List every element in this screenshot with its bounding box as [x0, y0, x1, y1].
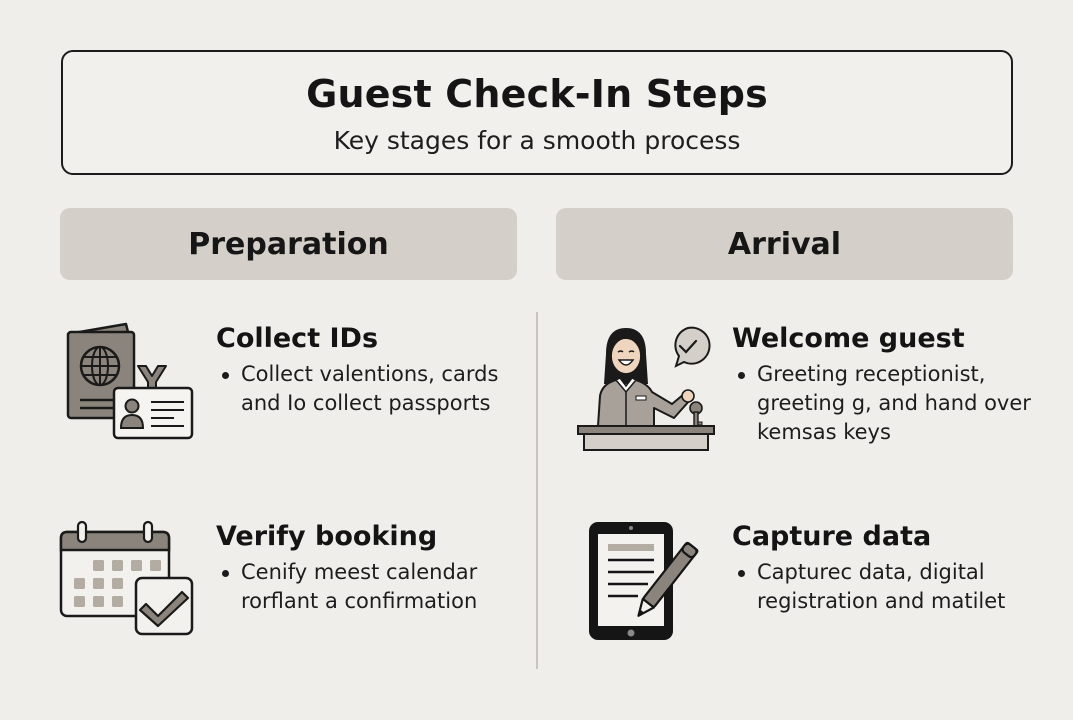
step-text: Capture data Capturec data, digital regi… — [732, 520, 1032, 616]
step-title: Verify booking — [216, 521, 438, 552]
column-header-label: Preparation — [188, 226, 389, 262]
bullet-item: Greeting receptionist, greeting g, and h… — [732, 360, 1032, 447]
bullet-item: Cenify meest calendar rorflant a confirm… — [216, 558, 516, 616]
bullet-icon — [222, 570, 229, 577]
column-header-preparation: Preparation — [60, 208, 517, 280]
column-header-label: Arrival — [727, 226, 842, 262]
bullet-icon — [738, 372, 745, 379]
bullet-item: Collect valentions, cards and Io collect… — [216, 360, 516, 418]
passport-id-card-icon — [62, 322, 196, 446]
bullet-text: Capturec data, digital registration and … — [757, 560, 1006, 613]
step-title: Capture data — [732, 521, 932, 552]
bullet-text: Collect valentions, cards and Io collect… — [241, 362, 499, 415]
bullet-icon — [738, 570, 745, 577]
bullet-text: Greeting receptionist, greeting g, and h… — [757, 362, 1031, 444]
bullet-text: Cenify meest calendar rorflant a confirm… — [241, 560, 478, 613]
page-subtitle: Key stages for a smooth process — [333, 126, 741, 155]
tablet-pencil-icon — [586, 520, 711, 649]
step-title: Welcome guest — [732, 323, 965, 354]
page-title: Guest Check-In Steps — [306, 72, 768, 116]
bullet-item: Capturec data, digital registration and … — [732, 558, 1032, 616]
bullet-icon — [222, 372, 229, 379]
step-text: Collect IDs Collect valentions, cards an… — [216, 322, 516, 418]
step-text: Verify booking Cenify meest calendar ror… — [216, 520, 516, 616]
title-box: Guest Check-In Steps Key stages for a sm… — [61, 50, 1013, 175]
column-divider — [536, 312, 538, 669]
receptionist-key-icon — [576, 322, 721, 456]
step-title: Collect IDs — [216, 323, 379, 354]
calendar-check-icon — [58, 520, 198, 644]
step-text: Welcome guest Greeting receptionist, gre… — [732, 322, 1032, 447]
column-header-arrival: Arrival — [556, 208, 1013, 280]
